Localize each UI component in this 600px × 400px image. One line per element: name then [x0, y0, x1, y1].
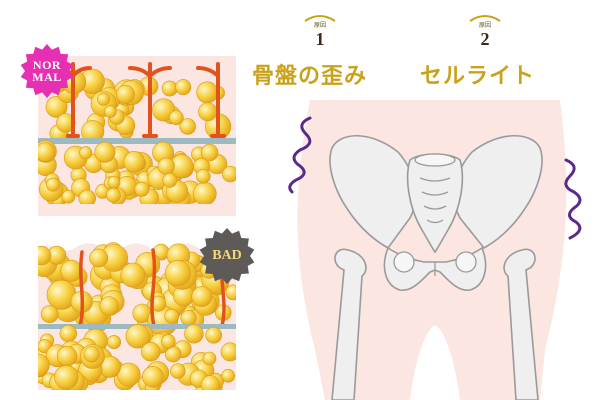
bad-badge-text: BAD	[212, 248, 242, 263]
fat-globule	[40, 305, 59, 324]
fat-globule	[220, 342, 236, 362]
cause-1-marker: 原因 1	[295, 14, 345, 48]
pelvis-skeleton-icon	[288, 100, 582, 400]
fat-globule	[191, 286, 213, 307]
fat-globule	[38, 245, 52, 266]
fat-globule	[196, 169, 211, 184]
fat-globule	[61, 189, 76, 204]
fat-globule	[179, 118, 196, 135]
fat-globule	[125, 323, 151, 349]
fat-globule	[89, 248, 109, 268]
fat-globule	[168, 110, 184, 126]
fat-globule	[120, 262, 146, 288]
wavy-line-right-icon	[564, 158, 582, 240]
normal-badge-line1: NOR	[32, 58, 62, 72]
cause-2-number: 2	[480, 29, 490, 49]
arc-icon	[304, 15, 336, 22]
fat-globule	[104, 105, 117, 118]
fat-globule	[193, 181, 217, 206]
fat-globule	[54, 365, 79, 390]
bad-badge: BAD	[199, 228, 255, 284]
fat-globule	[83, 346, 100, 363]
fat-globule	[96, 92, 110, 106]
fat-globule	[107, 335, 122, 350]
fat-globule	[106, 187, 121, 203]
fat-globule	[161, 80, 178, 97]
fat-globule	[142, 366, 164, 388]
fat-globule	[38, 353, 50, 377]
cause-1-small-label: 原因	[313, 22, 326, 29]
normal-badge: NOR MAL	[20, 44, 74, 98]
wavy-line-left-icon	[288, 116, 312, 194]
fat-globule	[116, 84, 136, 104]
arc-icon	[469, 15, 501, 22]
fat-globule	[180, 309, 197, 327]
fat-globule	[94, 141, 116, 163]
fat-globule	[221, 369, 235, 383]
fat-globule	[164, 308, 180, 324]
fat-globule	[161, 334, 176, 349]
cause-2-marker: 原因 2	[460, 14, 510, 48]
fat-globule	[200, 143, 219, 162]
starburst-icon	[199, 228, 255, 284]
fat-cells-normal-icon	[38, 62, 236, 216]
fat-globule	[38, 142, 55, 162]
fat-globule	[56, 113, 76, 133]
fat-globule	[157, 157, 175, 175]
pelvis-illustration	[270, 100, 600, 400]
fat-globule	[196, 81, 219, 104]
fat-globule	[162, 172, 178, 188]
fat-globule	[45, 96, 68, 118]
fat-globule	[184, 324, 204, 344]
fat-globule	[107, 175, 121, 189]
fat-globule	[202, 351, 217, 366]
fat-globule	[164, 259, 191, 287]
fat-globule	[99, 296, 119, 316]
fat-globule	[140, 342, 161, 362]
fat-globule	[198, 102, 218, 122]
fat-globule	[123, 151, 145, 173]
fat-globule	[205, 326, 222, 344]
fat-globule	[59, 324, 77, 343]
fat-globule	[79, 146, 93, 160]
fat-cells-bad-icon	[38, 240, 236, 390]
normal-fat-cells-panel	[38, 56, 236, 216]
fat-globule	[200, 375, 220, 390]
fat-globule	[222, 165, 236, 183]
fat-globule	[134, 181, 150, 197]
fat-globule	[175, 79, 192, 96]
fat-globule	[46, 177, 60, 192]
cause-2-small-label: 原因	[478, 22, 491, 29]
normal-badge-line2: MAL	[32, 70, 62, 84]
fat-globule	[56, 345, 78, 367]
bad-fat-cells-panel	[38, 240, 236, 390]
normal-badge-text: NOR MAL	[32, 59, 62, 83]
fat-globule	[225, 284, 236, 301]
cause-1-title: 骨盤の歪み	[252, 64, 368, 89]
cause-2-title: セルライト	[420, 64, 536, 89]
cause-1-number: 1	[315, 29, 325, 49]
fat-globule	[170, 363, 186, 379]
fat-globule	[60, 259, 83, 282]
starburst-icon	[20, 44, 74, 98]
